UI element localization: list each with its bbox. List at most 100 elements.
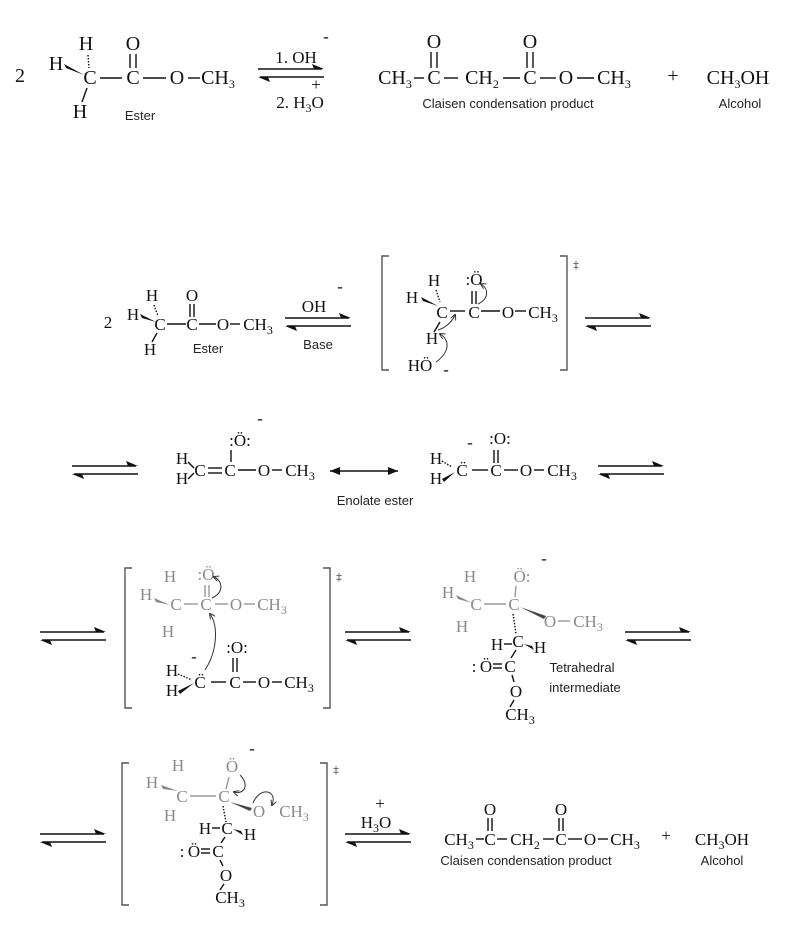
atom-o: O xyxy=(427,31,441,53)
atom-h: H xyxy=(140,585,152,604)
methyl-group: CH3 xyxy=(257,595,287,617)
atom-h: H xyxy=(430,469,442,488)
ester-molecule: H H C H C O O CH3 Ester xyxy=(49,33,235,123)
methyl-group: CH3 xyxy=(528,303,558,325)
atom-c: C xyxy=(170,595,181,614)
atom-c: C xyxy=(523,67,536,89)
methyl-group: CH3 xyxy=(279,802,309,824)
charge-minus: - xyxy=(249,739,255,758)
mechanism-step-1: 2 H H C H C O O CH3 Ester OH - Base ‡ H … xyxy=(104,255,652,379)
curved-arrow xyxy=(435,334,448,363)
atom-h: H xyxy=(49,53,63,75)
product-label: Claisen condensation product xyxy=(422,96,594,111)
methylene-group: CH2 xyxy=(465,67,499,91)
curved-arrow xyxy=(437,315,455,331)
atom-o: O xyxy=(258,673,270,692)
atom-c: C xyxy=(436,303,447,322)
atom-o: O xyxy=(520,461,532,480)
charge-minus: - xyxy=(541,549,547,568)
atom-o: O xyxy=(502,303,514,322)
transition-state-bracket xyxy=(381,255,568,371)
atom-h: H xyxy=(144,340,156,359)
charge-minus: - xyxy=(191,647,197,666)
atom-c: C xyxy=(176,787,187,806)
atom-h: H xyxy=(164,806,176,825)
atom-o: O xyxy=(484,800,496,819)
atom-o: O xyxy=(220,866,232,885)
atom-c: C xyxy=(470,595,481,614)
claisen-product: CH3 C O CH2 C O O CH3 Claisen condensati… xyxy=(378,31,631,111)
atom-c: C xyxy=(224,461,235,480)
curved-arrow xyxy=(234,774,246,793)
atom-h: H xyxy=(73,101,87,123)
transition-state-bracket xyxy=(124,567,331,709)
atom-c: C xyxy=(186,315,197,334)
atom-h: H xyxy=(162,622,174,641)
hydronium-reagent: H3O xyxy=(361,813,392,835)
atom-c: C xyxy=(218,787,229,806)
atom-o-lone-pairs: :Ö xyxy=(465,270,482,289)
charge-plus: + xyxy=(375,794,385,813)
transition-state-symbol: ‡ xyxy=(573,259,579,271)
step-1-label: 1. OH xyxy=(275,48,317,67)
charge-minus: - xyxy=(337,277,343,296)
alcohol-label: Alcohol xyxy=(719,96,762,111)
overall-reaction: 2 H H C H C O O CH3 Ester 1. OH - 2. H3O… xyxy=(15,27,769,123)
atom-h: H xyxy=(456,617,468,636)
atom-c: C xyxy=(83,67,96,89)
methylene-group: CH2 xyxy=(510,830,540,852)
atom-o: O xyxy=(510,682,522,701)
atom-h: H xyxy=(79,33,93,55)
atom-c: C xyxy=(229,673,240,692)
atom-c: C xyxy=(468,303,479,322)
atom-h: H xyxy=(426,329,438,348)
methyl-group: CH3 xyxy=(284,673,314,695)
methanol: CH3OH xyxy=(707,67,770,91)
charge-plus: + xyxy=(311,75,321,94)
atom-h: H xyxy=(166,681,178,700)
methyl-group: CH3 xyxy=(597,67,631,91)
nucleophilic-attack: ‡ H H C H C :Ö O CH3 :O: H H C̈ - C O CH… xyxy=(39,549,692,727)
atom-h: H xyxy=(406,288,418,307)
step-2-label: 2. H3O xyxy=(276,93,324,115)
ester-label: Ester xyxy=(193,341,224,356)
atom-h: H xyxy=(127,305,139,324)
charge-minus: - xyxy=(257,409,263,428)
atom-h: H xyxy=(172,756,184,775)
methyl-group: CH3 xyxy=(505,705,535,727)
enolate-resonance: H H C C :Ö: - O CH3 Enolate ester H H C̈… xyxy=(71,409,665,508)
atom-c: C xyxy=(555,830,566,849)
atom-o: O xyxy=(584,830,596,849)
curved-arrow xyxy=(252,791,273,805)
atom-o-lone-pairs: Ö xyxy=(480,657,492,676)
charge-minus: - xyxy=(443,360,449,379)
transition-state-symbol: ‡ xyxy=(333,764,339,776)
equilibrium-arrow xyxy=(344,626,412,646)
atom-h: H xyxy=(166,661,178,680)
atom-o: O xyxy=(230,595,242,614)
plus-sign: + xyxy=(661,826,671,845)
atom-o-lone-pairs: :O: xyxy=(226,638,248,657)
atom-o: O xyxy=(186,286,198,305)
reagent-hydroxide: OH xyxy=(302,297,327,316)
charge-minus: - xyxy=(323,27,329,46)
atom-o-lone-pairs: Ö xyxy=(226,757,238,776)
equilibrium-arrow xyxy=(39,828,107,848)
atom-h: H xyxy=(176,469,188,488)
methanol: CH3OH xyxy=(695,830,749,852)
lone-pair: : xyxy=(180,842,185,861)
carbanion: C̈ xyxy=(194,673,205,692)
methyl-group: CH3 xyxy=(444,830,474,852)
methyl-group: CH3 xyxy=(573,612,603,634)
atom-c: C xyxy=(194,461,205,480)
methyl-group: CH3 xyxy=(285,461,315,483)
atom-o: O xyxy=(126,33,140,55)
equilibrium-arrow xyxy=(624,626,692,646)
atom-h: H xyxy=(146,773,158,792)
atom-o: O xyxy=(523,31,537,53)
atom-o-lone-pairs: Ö: xyxy=(513,567,530,586)
atom-c: C xyxy=(126,67,139,89)
tetrahedral-intermediate: H H C H C Ö: - O CH3 H C H Ö : C xyxy=(442,549,621,727)
atom-o: O xyxy=(544,612,556,631)
atom-c: C xyxy=(427,67,440,89)
